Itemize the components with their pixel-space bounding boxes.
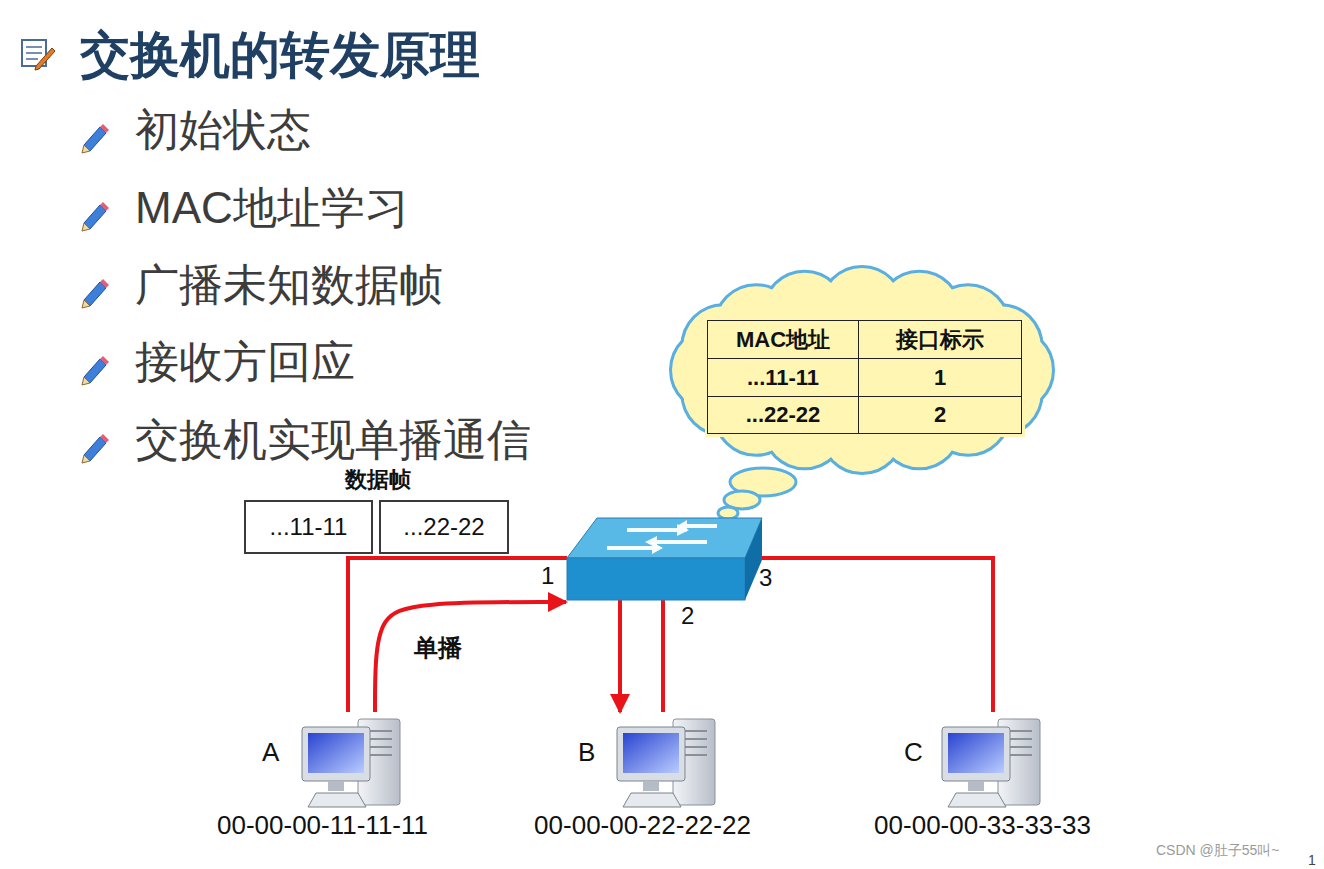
computer-icon-part	[302, 727, 370, 781]
switch-symbol	[567, 518, 762, 600]
thought-cloud	[672, 268, 1052, 519]
pencil-icon	[82, 202, 109, 231]
mac-address: 00-00-00-33-33-33	[850, 810, 1115, 841]
computer-icon-part	[968, 781, 984, 791]
table-text: MAC地址	[736, 325, 830, 355]
link-wire	[348, 558, 567, 712]
pencil-icon	[82, 279, 109, 308]
title-icon	[22, 40, 55, 70]
table-cell: MAC地址	[707, 320, 859, 359]
thought-cloud-part	[718, 507, 738, 519]
mac-address: 00-00-00-22-22-22	[510, 810, 775, 841]
table-text: 接口标示	[896, 325, 984, 355]
table-cell: ...11-11	[707, 358, 859, 397]
port-number: 2	[681, 602, 694, 630]
bullet-item: 广播未知数据帧	[135, 260, 443, 311]
frame-caption: 数据帧	[318, 467, 438, 492]
table-cell: ...22-22	[707, 396, 859, 434]
pencil-icon-part	[82, 300, 90, 308]
pencil-icon-part	[84, 282, 106, 306]
watermark: CSDN @肚子55叫~	[1156, 842, 1280, 858]
computer-icon-part	[948, 733, 1004, 773]
pencil-icon-part	[100, 279, 109, 288]
table-text: ...11-11	[747, 365, 819, 391]
edge-label: 单播	[412, 632, 464, 664]
host-letter: B	[578, 737, 595, 768]
pencil-icon	[82, 356, 109, 385]
frame-field-box: ...22-22	[379, 500, 509, 554]
unicast-arrow	[618, 600, 622, 712]
switch-symbol-part	[567, 558, 745, 600]
computer-icon-part	[643, 781, 659, 791]
host-node: C 00-00-00-33-33-33	[850, 712, 1115, 847]
bullet-item: 接收方回应	[135, 337, 355, 388]
pencil-icon	[82, 434, 109, 463]
frame-field-box: ...11-11	[244, 500, 373, 554]
host-letter: A	[262, 737, 279, 768]
pencil-icon-part	[84, 359, 106, 383]
table-cell: 2	[858, 396, 1022, 434]
pencil-icon-part	[100, 202, 109, 211]
link-wire	[661, 600, 665, 712]
computer-icon	[940, 715, 1045, 810]
bullet-item: 初始状态	[135, 105, 311, 156]
port-number: 1	[541, 562, 554, 590]
pencil-icon-part	[82, 223, 90, 231]
frame-field-text: ...22-22	[403, 513, 484, 541]
computer-icon	[300, 715, 405, 810]
title-icon-part	[26, 58, 38, 60]
table-cell: 接口标示	[858, 320, 1022, 359]
title-icon-part	[26, 46, 42, 48]
pencil-icon-part	[82, 455, 90, 463]
pencil-icon	[82, 124, 109, 153]
switch-symbol-part	[567, 518, 762, 558]
computer-icon-part	[328, 781, 344, 791]
title-icon-part	[26, 52, 42, 54]
computer-icon-part	[308, 733, 364, 773]
slide-title: 交换机的转发原理	[80, 22, 480, 89]
computer-icon-part	[617, 727, 685, 781]
bullet-item: MAC地址学习	[135, 183, 409, 234]
host-node: A 00-00-00-11-11-11	[190, 712, 455, 847]
computer-icon-part	[623, 793, 681, 807]
pencil-icon-part	[84, 205, 106, 229]
computer-icon	[615, 715, 720, 810]
table-text: ...22-22	[746, 402, 821, 428]
link-wire	[762, 558, 993, 712]
switch-node: 123	[567, 518, 762, 600]
thought-cloud-part	[705, 318, 1025, 437]
unicast-arrow	[375, 602, 566, 712]
computer-icon-part	[948, 793, 1006, 807]
port-number: 3	[759, 564, 772, 592]
table-cell: 1	[858, 358, 1022, 397]
page-number: 1	[1308, 852, 1316, 868]
title-icon-part	[35, 48, 55, 70]
host-node: B 00-00-00-22-22-22	[510, 712, 775, 847]
pencil-icon-part	[84, 127, 106, 151]
switch-symbol-part	[607, 542, 663, 554]
computer-icon-part	[942, 727, 1010, 781]
table-text: 2	[934, 402, 946, 428]
switch-symbol-part	[677, 520, 717, 532]
pencil-icon-part	[84, 437, 106, 461]
pencil-icon-part	[82, 145, 90, 153]
host-letter: C	[904, 737, 923, 768]
bullet-pencils	[82, 124, 109, 463]
bullet-item: 交换机实现单播通信	[135, 415, 531, 466]
pencil-icon-part	[100, 124, 109, 133]
computer-icon-part	[623, 733, 679, 773]
pencil-icon-part	[100, 434, 109, 443]
table-text: 1	[934, 365, 946, 391]
mac-address: 00-00-00-11-11-11	[190, 810, 455, 841]
pencil-icon-part	[100, 356, 109, 365]
pencil-icon-part	[82, 377, 90, 385]
frame-field-text: ...11-11	[270, 513, 348, 541]
computer-icon-part	[308, 793, 366, 807]
